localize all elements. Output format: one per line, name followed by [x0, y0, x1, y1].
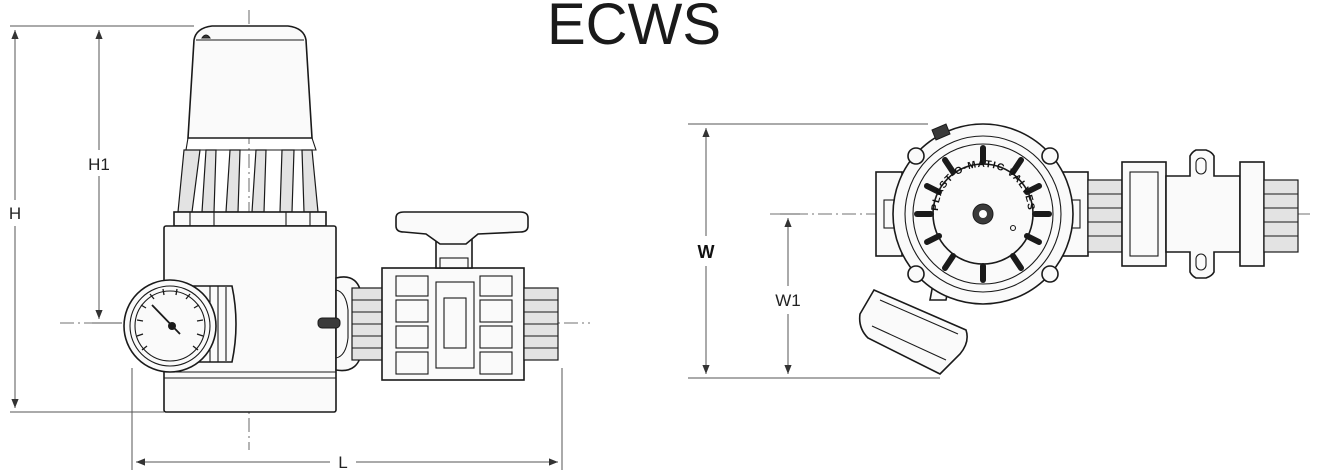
top-view: PLAST-O-MATIC VALVES: [688, 123, 1310, 379]
regulator-bonnet: [173, 25, 327, 227]
dimension-w1: W1: [775, 213, 801, 374]
drawing-title: ECWS: [547, 0, 721, 57]
ball-valve: [351, 211, 559, 381]
top-ball-valve: [1087, 149, 1299, 279]
dimension-l: L: [131, 368, 563, 472]
dimension-h1: H1: [88, 30, 122, 324]
dimension-label-l: L: [338, 453, 347, 472]
dimension-label-w: W: [698, 242, 715, 262]
dimension-w: W: [688, 123, 940, 379]
pressure-gauge: [123, 279, 237, 373]
dimension-h: H: [9, 25, 194, 413]
gauge-ticks: [136, 288, 204, 351]
dimension-label-h: H: [9, 204, 21, 223]
dimension-label-w1: W1: [775, 291, 801, 310]
gauge-needle-hub: [168, 322, 176, 330]
gauge-needle: [151, 304, 181, 335]
top-regulator: PLAST-O-MATIC VALVES: [892, 123, 1074, 305]
dimension-label-h1: H1: [88, 155, 110, 174]
front-view: H H1 L: [9, 10, 590, 472]
